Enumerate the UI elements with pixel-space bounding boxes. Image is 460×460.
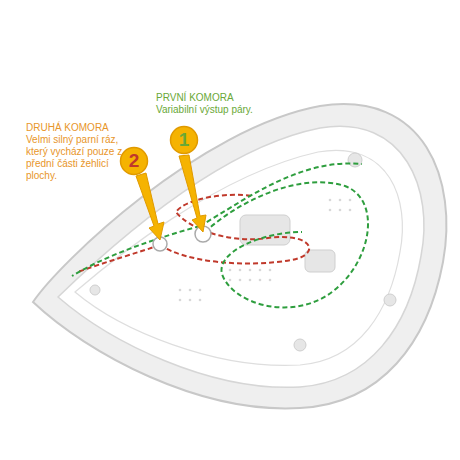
chamber-wall xyxy=(75,150,402,365)
first-chamber-path xyxy=(72,163,368,307)
chamber-note: Variabilní výstup páry. xyxy=(156,104,356,116)
callout-circle: 1 xyxy=(169,125,199,155)
callout-number: 2 xyxy=(119,146,149,176)
chamber-heading: DRUHÁ KOMORA xyxy=(26,122,109,134)
pointer-arrow xyxy=(136,173,164,240)
chamber-heading: PRVNÍ KOMORA xyxy=(156,92,356,104)
chamber-note: Velmi silný parní ráz, který vychází pou… xyxy=(26,134,134,182)
soleplate-inner xyxy=(58,126,424,387)
steam-holes xyxy=(179,199,352,302)
pointer-arrow xyxy=(179,155,206,232)
callout-circle: 2 xyxy=(119,146,149,176)
callout-number: 1 xyxy=(169,125,199,155)
